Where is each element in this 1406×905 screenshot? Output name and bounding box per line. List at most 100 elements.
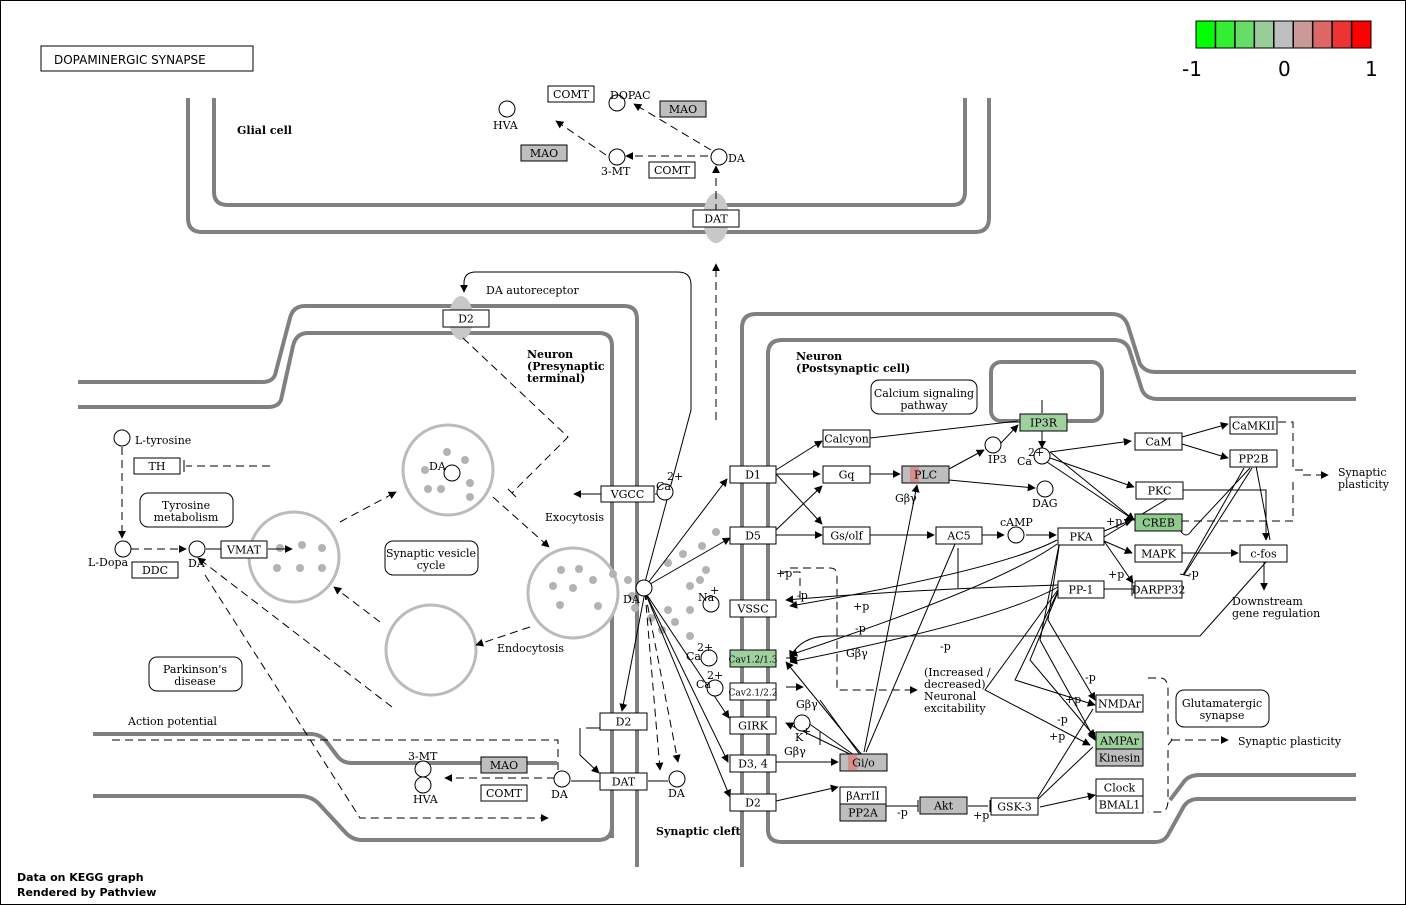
vesicle-dot bbox=[594, 602, 602, 610]
svg-text:DAG: DAG bbox=[1032, 497, 1058, 510]
gene-kinesin[interactable]: Kinesin bbox=[1095, 748, 1144, 767]
vesicle-dot bbox=[686, 606, 694, 614]
gene-bmal1[interactable]: BMAL1 bbox=[1095, 795, 1144, 814]
pathway-calcium[interactable]: Calcium signaling pathway bbox=[870, 379, 978, 415]
gene-label: COMT bbox=[654, 164, 691, 177]
gene-d5[interactable]: D5 bbox=[729, 526, 777, 545]
gene-pp2a[interactable]: PP2A bbox=[839, 803, 887, 822]
gene-dat_pre[interactable]: DAT bbox=[599, 772, 648, 791]
svg-text:Glutamatergic: Glutamatergic bbox=[1182, 697, 1262, 710]
vesicle-dot bbox=[466, 493, 474, 501]
vesicle-dot bbox=[679, 550, 687, 558]
vesicle-dot bbox=[556, 601, 564, 609]
gene-label: PLC bbox=[914, 469, 937, 482]
gene-label: MAO bbox=[490, 759, 518, 772]
pathway-tyrosine[interactable]: Tyrosine metabolism bbox=[139, 492, 234, 528]
gene-label: PKC bbox=[1148, 485, 1172, 498]
footer-line-2: Rendered by Pathview bbox=[17, 886, 156, 899]
gene-label: VGCC bbox=[610, 488, 645, 501]
gene-calcyon[interactable]: Calcyon bbox=[822, 429, 871, 448]
gene-ac5[interactable]: AC5 bbox=[935, 526, 983, 545]
gene-ip3r[interactable]: IP3R bbox=[1019, 413, 1068, 432]
gene-d2_pre[interactable]: D2 bbox=[599, 712, 648, 731]
gene-label: PKA bbox=[1069, 531, 1093, 544]
gene-label: Gq bbox=[839, 469, 855, 482]
pathway-vesicle-cycle[interactable]: Synaptic vesicle cycle bbox=[384, 540, 479, 576]
gene-ddc[interactable]: DDC bbox=[131, 561, 179, 579]
gene-dat_top[interactable]: DAT bbox=[692, 209, 740, 228]
gene-pp2b[interactable]: PP2B bbox=[1229, 449, 1278, 468]
gene-ampar[interactable]: AMPAr bbox=[1095, 731, 1144, 750]
gene-label: MAO bbox=[530, 147, 558, 160]
gene-label: BMAL1 bbox=[1099, 799, 1141, 812]
gene-gsk3[interactable]: GSK-3 bbox=[990, 797, 1039, 816]
svg-text:2+: 2+ bbox=[697, 641, 713, 654]
gene-vssc[interactable]: VSSC bbox=[729, 599, 777, 618]
gene-vmat[interactable]: VMAT bbox=[220, 540, 268, 559]
svg-text:Tyrosine: Tyrosine bbox=[162, 499, 210, 512]
gene-label: DAT bbox=[612, 776, 636, 789]
gene-pkc[interactable]: PKC bbox=[1135, 481, 1184, 500]
vesicle-dot bbox=[628, 592, 636, 600]
gene-mao_glia1[interactable]: MAO bbox=[659, 100, 707, 118]
svg-text:disease: disease bbox=[174, 675, 215, 688]
gene-mao_pre[interactable]: MAO bbox=[480, 756, 528, 774]
gene-cfos[interactable]: c-fos bbox=[1239, 544, 1288, 563]
gene-camkii[interactable]: CaMKII bbox=[1229, 416, 1278, 435]
gene-gsolf[interactable]: Gs/olf bbox=[822, 526, 871, 545]
pathway-parkinson[interactable]: Parkinson's disease bbox=[148, 656, 243, 692]
pathway-glutamatergic[interactable]: Glutamatergic synapse bbox=[1175, 689, 1270, 728]
svg-text:Gβγ: Gβγ bbox=[784, 745, 806, 758]
gene-gq[interactable]: Gq bbox=[822, 465, 871, 484]
svg-text:Synaptic: Synaptic bbox=[1338, 466, 1387, 479]
gene-label: CaM bbox=[1145, 436, 1171, 449]
region-pre-1: Neuron bbox=[527, 348, 573, 361]
vesicle-dot bbox=[549, 582, 557, 590]
gene-girk[interactable]: GIRK bbox=[729, 716, 777, 735]
vesicles bbox=[247, 423, 720, 697]
gene-nmdar[interactable]: NMDAr bbox=[1095, 694, 1144, 713]
gene-label: DAT bbox=[704, 213, 728, 226]
svg-text:L-Dopa: L-Dopa bbox=[88, 556, 129, 569]
gene-barrii[interactable]: βArrII bbox=[839, 786, 887, 805]
gene-label: VSSC bbox=[736, 603, 768, 616]
svg-text:DA: DA bbox=[188, 557, 206, 570]
compound-labels: HVA DOPAC 3-MT DA DA autoreceptor L-tyro… bbox=[88, 89, 1390, 822]
gene-clock[interactable]: Clock bbox=[1095, 778, 1144, 797]
legend-swatch bbox=[1312, 21, 1333, 48]
gene-akt[interactable]: Akt bbox=[919, 796, 968, 815]
legend-swatch bbox=[1332, 21, 1353, 48]
gene-mapk[interactable]: MAPK bbox=[1134, 544, 1183, 563]
vesicle-dot bbox=[424, 485, 432, 493]
gene-cav12[interactable]: Cav1.2/1.3 bbox=[729, 649, 778, 668]
gene-darpp32[interactable]: DARPP32 bbox=[1132, 580, 1186, 599]
gene-d2_auto[interactable]: D2 bbox=[442, 309, 490, 328]
svg-text:Ca: Ca bbox=[696, 678, 711, 691]
gene-mao_glia2[interactable]: MAO bbox=[520, 144, 568, 162]
svg-text:Gβγ: Gβγ bbox=[796, 698, 818, 711]
vesicle-dot bbox=[569, 584, 577, 592]
gene-cam[interactable]: CaM bbox=[1134, 432, 1183, 451]
gene-d2_post[interactable]: D2 bbox=[729, 793, 777, 812]
gene-cav21[interactable]: Cav2.1/2.2 bbox=[729, 682, 778, 701]
gene-gio[interactable]: Gi/o bbox=[839, 753, 888, 772]
gene-vgcc[interactable]: VGCC bbox=[600, 485, 655, 503]
gene-creb[interactable]: CREB bbox=[1134, 513, 1183, 532]
gene-comt_pre[interactable]: COMT bbox=[480, 784, 528, 802]
gene-label: PP-1 bbox=[1069, 584, 1094, 597]
region-glial: Glial cell bbox=[237, 124, 292, 137]
gene-label: COMT bbox=[553, 88, 590, 101]
gene-pp1[interactable]: PP-1 bbox=[1057, 580, 1105, 599]
gene-label: βArrII bbox=[846, 790, 880, 803]
gene-comt_glia[interactable]: COMT bbox=[547, 85, 595, 103]
gene-label: COMT bbox=[486, 787, 523, 800]
gene-d1[interactable]: D1 bbox=[729, 465, 777, 484]
svg-text:metabolism: metabolism bbox=[154, 511, 219, 524]
gene-plc[interactable]: PLC bbox=[901, 465, 950, 484]
gene-pka[interactable]: PKA bbox=[1057, 527, 1105, 546]
vesicle-dot bbox=[696, 576, 704, 584]
gene-d34[interactable]: D3, 4 bbox=[729, 754, 777, 773]
svg-text:DOPAC: DOPAC bbox=[610, 89, 651, 102]
gene-comt_glia2[interactable]: COMT bbox=[648, 161, 696, 179]
gene-th[interactable]: TH bbox=[133, 457, 181, 475]
